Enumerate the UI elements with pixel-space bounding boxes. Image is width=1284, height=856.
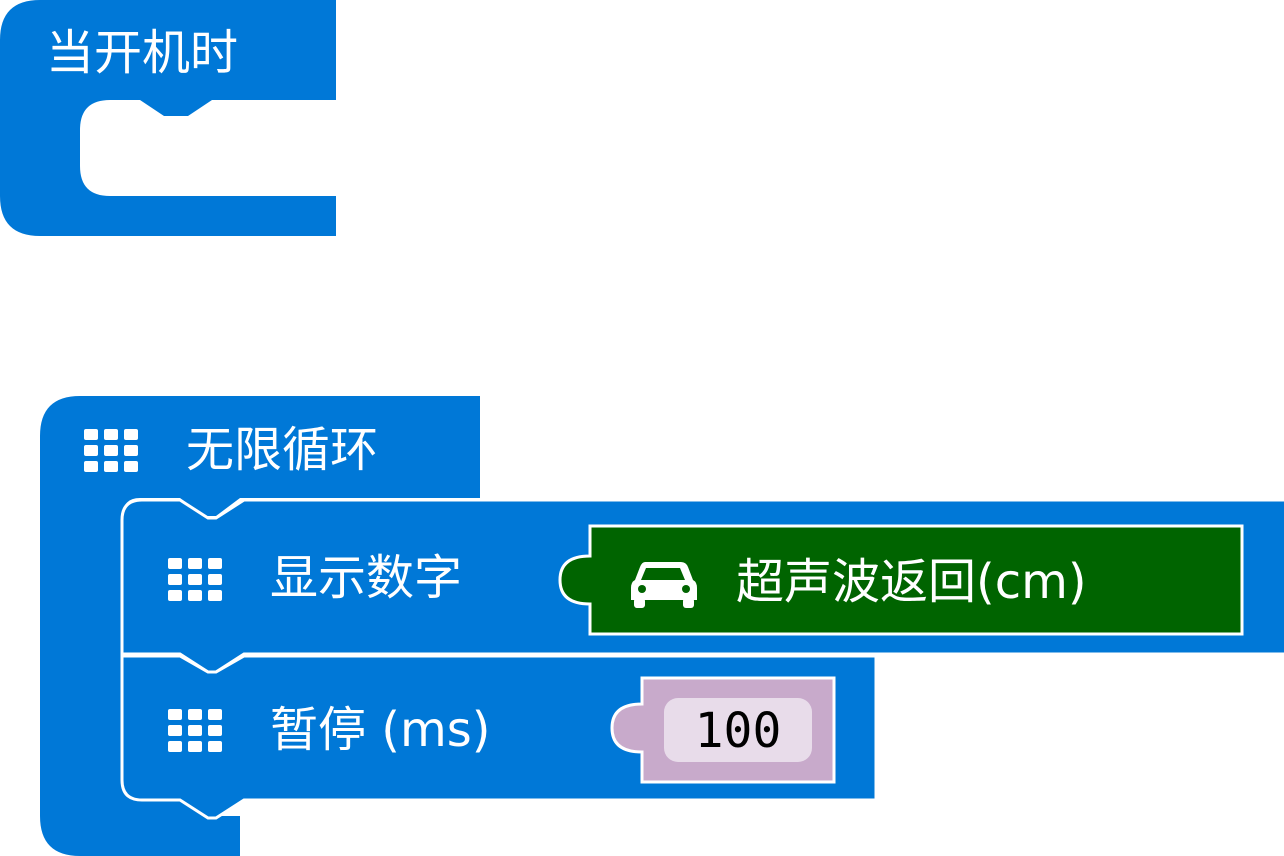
grid-icon [168,709,222,752]
forever-block[interactable]: 无限循环 [40,396,480,856]
car-icon [631,562,697,608]
number-block[interactable]: 100 [610,676,836,784]
show-number-label: 显示数字 [270,550,462,606]
pause-label: 暂停 (ms) [270,702,490,758]
pause-value[interactable]: 100 [695,703,782,759]
on-start-label: 当开机时 [46,25,238,81]
grid-icon [84,429,138,472]
forever-label: 无限循环 [186,422,378,478]
grid-icon [168,558,222,601]
on-start-block[interactable]: 当开机时 [0,0,336,236]
show-number-block[interactable]: 显示数字 超声波返回(cm) [120,498,1284,674]
number-field[interactable] [664,698,812,762]
sensor-label: 超声波返回(cm) [736,554,1087,610]
pause-block[interactable]: 暂停 (ms) 100 [120,654,878,820]
ultrasonic-sensor-block[interactable]: 超声波返回(cm) [558,524,1244,636]
